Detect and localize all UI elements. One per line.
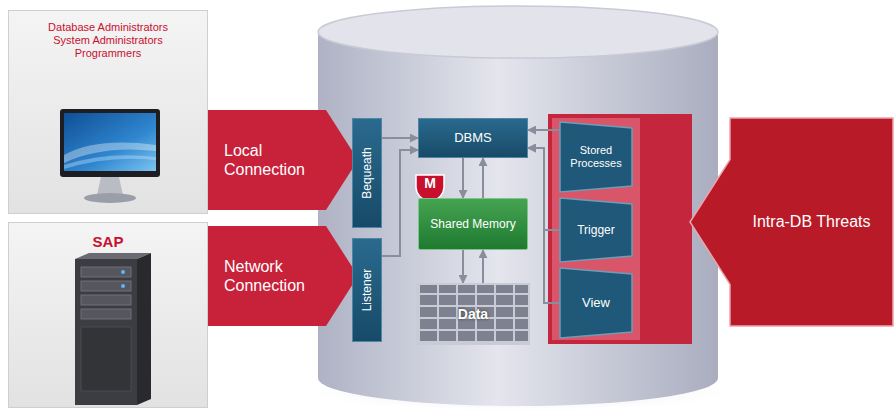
text-group: Trigger <box>577 223 615 237</box>
system-name: SAP <box>93 233 124 251</box>
process-box: DBMS <box>418 118 528 158</box>
db-object-panel: Trigger <box>560 198 632 262</box>
monitor-illustration <box>57 107 163 207</box>
node-label: Trigger <box>577 223 615 237</box>
user-role: Database Administrators <box>48 21 168 34</box>
connector-arrow <box>528 129 560 131</box>
text-group: Stored Processes <box>566 144 626 170</box>
user-role: Programmers <box>48 47 168 60</box>
arrow-shape <box>208 226 358 326</box>
database-cylinder <box>318 32 718 406</box>
user-panel: Database AdministratorsSystem Administra… <box>8 10 208 214</box>
server-illustration <box>67 253 157 409</box>
connector-arrow <box>382 137 418 139</box>
threat-box: Intra-DB Threats <box>690 118 893 326</box>
node-label: Shared Memory <box>430 217 515 231</box>
panel-outline <box>560 122 632 192</box>
interface-bar: Bequeath <box>352 118 382 228</box>
connector-arrow <box>462 158 464 198</box>
arrow-outline <box>208 110 358 210</box>
user-role: System Administrators <box>48 34 168 47</box>
connection-arrow: Local Connection <box>208 110 358 210</box>
node-label: Stored Processes <box>566 144 626 170</box>
node-label: DBMS <box>454 130 492 146</box>
threat-band-inner <box>552 118 640 340</box>
node-label: Bequeath <box>360 147 374 198</box>
connector-arrow <box>382 150 418 256</box>
node-label: Listener <box>360 269 374 312</box>
logo-letter: M <box>416 176 444 191</box>
text-group: Intra-DB Threats <box>753 212 871 231</box>
interface-bar: Listener <box>352 238 382 342</box>
text-group: Local Connection <box>224 141 318 179</box>
node-label: Data <box>458 306 488 323</box>
threat-band <box>548 114 692 344</box>
text-group: SAP <box>93 233 124 251</box>
text-group: Database AdministratorsSystem Administra… <box>48 21 168 61</box>
server-panel: SAP <box>8 222 208 408</box>
connector-arrow <box>462 250 464 283</box>
arrow-outline <box>208 226 358 326</box>
cylinder-top <box>318 6 718 58</box>
node-label: View <box>582 295 610 311</box>
text-group: Network Connection <box>224 257 318 295</box>
data-grid: Data <box>416 283 530 345</box>
panel-outline <box>560 198 632 262</box>
memory-box: Shared Memory <box>418 198 528 250</box>
threat-outline <box>690 118 893 326</box>
text-group: View <box>582 295 610 311</box>
arrow-shape <box>208 110 358 210</box>
text-group: DBMS <box>454 130 492 146</box>
panel-outline <box>560 268 632 338</box>
node-label: Intra-DB Threats <box>753 212 871 231</box>
text-group: Bequeath <box>360 147 374 198</box>
node-label: Network Connection <box>224 257 318 295</box>
connector-arrow <box>482 250 484 283</box>
connection-arrow: Network Connection <box>208 226 358 326</box>
db-object-panel: View <box>560 268 632 338</box>
connector-arrow <box>528 148 560 303</box>
text-group: Data <box>458 306 488 323</box>
connector-arrow <box>482 158 484 198</box>
db-object-panel: Stored Processes <box>560 122 632 192</box>
text-group: Shared Memory <box>430 217 515 231</box>
text-group: Listener <box>360 269 374 312</box>
node-label: Local Connection <box>224 141 318 179</box>
